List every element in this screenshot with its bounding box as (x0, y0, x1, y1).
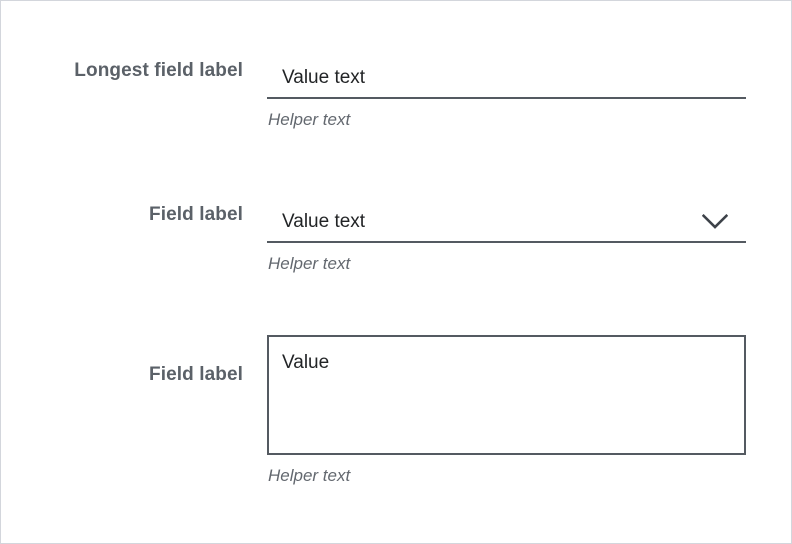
helper-text-textarea: Helper text (268, 466, 351, 485)
helper-text-select: Helper text (268, 254, 351, 273)
select-input[interactable]: Value text (267, 203, 746, 243)
field-body-select: Value text Helper text (267, 203, 746, 275)
field-body-text-input: Value text Helper text (267, 59, 746, 131)
helper-text-text-input: Helper text (268, 110, 351, 129)
select-input-value[interactable]: Value text (282, 211, 366, 232)
text-input-value[interactable]: Value text (282, 67, 366, 88)
field-body-textarea: Value Helper text (267, 335, 746, 487)
textarea-input-value[interactable]: Value (282, 352, 330, 373)
form-field-row-select: Field label Value text Helper text (1, 203, 792, 275)
textarea-input[interactable]: Value (267, 335, 746, 455)
chevron-down-icon[interactable] (700, 207, 730, 237)
field-label-select: Field label (148, 204, 243, 225)
form-field-row-text-input: Longest field label Value text Helper te… (1, 59, 792, 131)
form-field-row-textarea: Field label Value Helper text (1, 335, 792, 487)
text-input[interactable]: Value text (267, 59, 746, 99)
field-label-longest: Longest field label (74, 60, 243, 81)
field-label-textarea: Field label (148, 364, 243, 385)
